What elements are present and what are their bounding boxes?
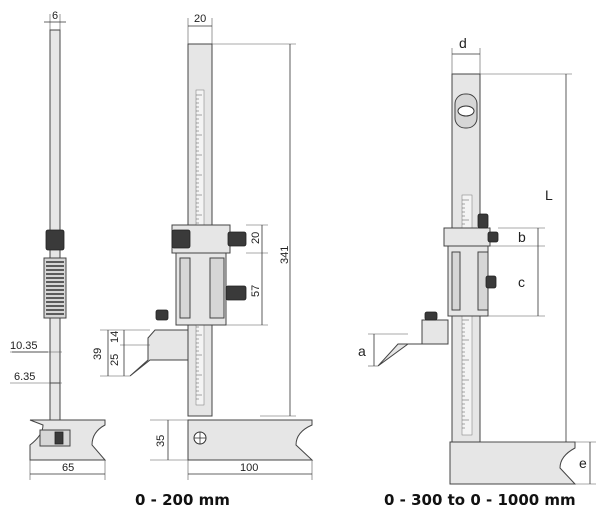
caption-left: 0 - 200 mm: [135, 491, 230, 509]
dim-10-35: 10.35: [10, 340, 38, 352]
left-front-dims: 20 341 20 57 39 14 25 35 100: [92, 13, 313, 480]
dim-20-top: 20: [194, 13, 206, 25]
dim-d: d: [459, 35, 467, 51]
dim-b: b: [518, 229, 526, 245]
dim-L: L: [545, 187, 553, 203]
caption-right: 0 - 300 to 0 - 1000 mm: [384, 491, 576, 509]
dim-20-slider: 20: [250, 232, 262, 244]
dim-35: 35: [155, 435, 167, 447]
dim-65: 65: [62, 462, 74, 474]
dim-14: 14: [109, 331, 121, 343]
dim-100: 100: [240, 462, 258, 474]
dim-a: a: [358, 343, 366, 359]
left-side-view: [29, 29, 107, 461]
dim-e: e: [579, 455, 587, 471]
right-front-view: [377, 73, 577, 485]
left-side-dims: 6 10.35 6.35 65: [10, 10, 106, 480]
dim-341: 341: [279, 246, 291, 264]
dim-25: 25: [109, 354, 121, 366]
right-front-dims: d L b c a e: [358, 35, 596, 485]
dim-6-35: 6.35: [14, 371, 35, 383]
dim-6: 6: [52, 10, 58, 22]
dim-c: c: [518, 274, 525, 290]
left-front-view: [129, 43, 314, 461]
dim-57: 57: [250, 285, 262, 297]
dim-39: 39: [92, 348, 104, 360]
